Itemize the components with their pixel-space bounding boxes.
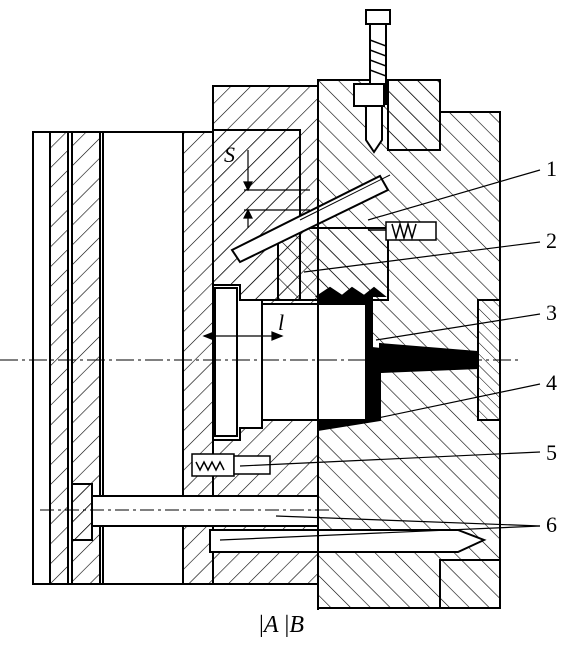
- ejector-pin: [91, 495, 319, 527]
- part-teeth: [314, 286, 387, 298]
- leader-6a: [275, 515, 541, 527]
- bottom-flange: [439, 559, 501, 609]
- angle-pin: [230, 174, 391, 264]
- dimension-s-label: S: [224, 142, 235, 167]
- dimension-l: [202, 331, 284, 341]
- leader-3: [375, 313, 541, 341]
- callout-5: 5: [546, 440, 557, 465]
- callout-3: 3: [546, 300, 557, 325]
- angle-pin-body: [230, 174, 390, 264]
- leader-6b: [219, 525, 541, 541]
- spring-detent-top: [368, 221, 437, 241]
- return-pin: [209, 529, 487, 553]
- caption-label-a: A: [263, 612, 279, 638]
- leader-5: [239, 451, 541, 467]
- caption-bar-b: |: [284, 612, 290, 638]
- dimension-l-label: l: [278, 310, 284, 335]
- caption-label-b: B: [289, 612, 304, 638]
- fixed-half: [277, 79, 501, 609]
- figure-caption: |A |B: [0, 612, 563, 639]
- screw-head: [365, 9, 391, 25]
- core-insert: [261, 303, 367, 421]
- ejector-pin-head: [71, 483, 93, 541]
- leader-2: [303, 241, 541, 273]
- screw-nut: [353, 83, 385, 107]
- callout-6: 6: [546, 512, 557, 537]
- dimension-s: [243, 150, 310, 228]
- sprue: [379, 342, 479, 374]
- leader-lines: [219, 169, 541, 541]
- core-and-part: [261, 286, 479, 432]
- leader-1: [367, 169, 541, 221]
- ejector-assembly: [40, 483, 487, 553]
- leader-4: [329, 383, 541, 429]
- clamp-plate-hatch-left: [49, 131, 69, 585]
- caption-bar-a: |: [259, 612, 264, 638]
- callout-1: 1: [546, 156, 557, 181]
- callout-2: 2: [546, 228, 557, 253]
- insert-plate: [214, 287, 238, 437]
- top-clamp: [387, 79, 441, 151]
- top-screw: [353, 9, 391, 154]
- callout-4: 4: [546, 370, 557, 395]
